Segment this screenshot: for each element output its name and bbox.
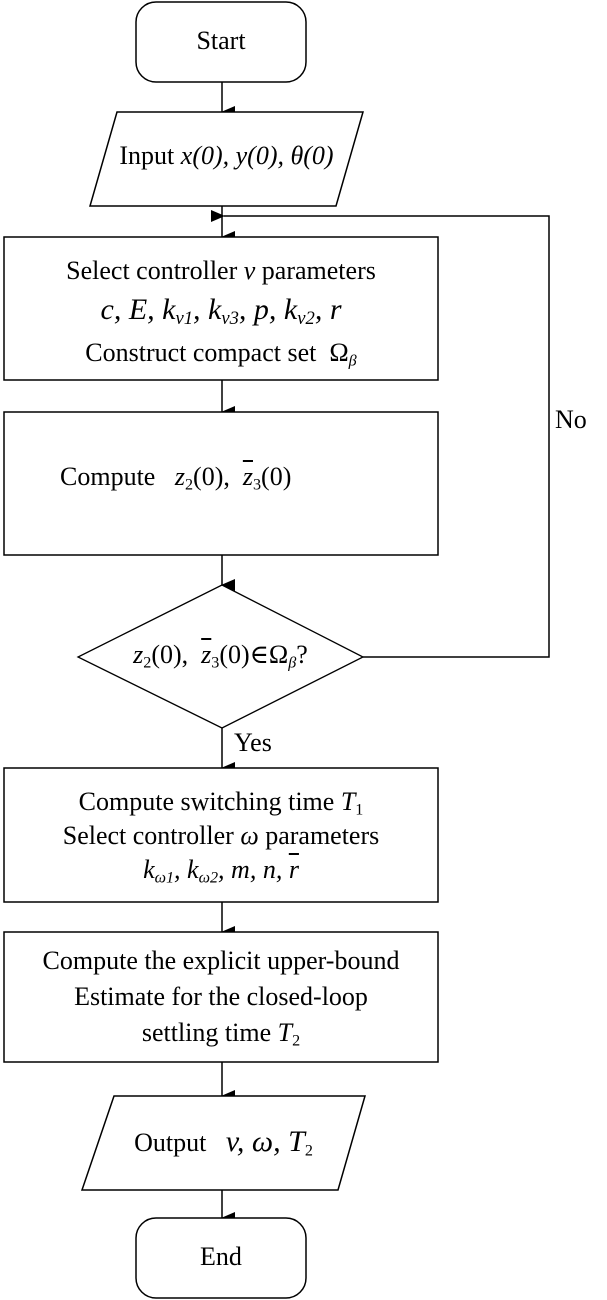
t2-var: T bbox=[277, 1018, 293, 1047]
no-loop-connector bbox=[211, 210, 550, 658]
start-terminal bbox=[135, 1, 307, 83]
t2-sub: 2 bbox=[292, 1032, 301, 1050]
compute-z-prefix: Compute bbox=[60, 462, 156, 491]
decision-label: z2(0), z3(0)∈Ωβ? bbox=[133, 640, 308, 672]
select-v-process bbox=[3, 236, 439, 381]
select-v-line3: Construct compact set Ωβ bbox=[4, 338, 438, 370]
end-terminal bbox=[135, 1217, 307, 1299]
param-m: m bbox=[231, 855, 250, 884]
input-vars: x(0), y(0), θ(0) bbox=[180, 141, 334, 170]
no-label: No bbox=[555, 405, 587, 434]
select-v-suffix: parameters bbox=[261, 256, 376, 285]
param-r: r bbox=[329, 293, 342, 326]
input-parallelogram bbox=[89, 111, 364, 207]
param-c: c bbox=[100, 293, 114, 326]
end-text: End bbox=[200, 1242, 242, 1271]
select-v-line1: Select controller v parameters bbox=[4, 256, 438, 286]
select-v-prefix: Select controller bbox=[66, 256, 238, 285]
compute-t2-line2: Estimate for the closed-loop bbox=[74, 982, 368, 1011]
compute-t1-line2: Select controller ω parameters bbox=[4, 821, 438, 851]
param-n: n bbox=[262, 855, 276, 884]
compute-t2-line3: settling time T2 bbox=[4, 1018, 438, 1050]
output-text: Output bbox=[134, 1128, 207, 1157]
compute-t1-process bbox=[3, 767, 439, 903]
select-v-params: c, E, kv1, kv3, p, kv2, r bbox=[100, 293, 342, 330]
input-text: Input bbox=[119, 141, 175, 170]
output-parallelogram bbox=[80, 1095, 366, 1191]
start-label: Start bbox=[136, 26, 306, 56]
beta-sub: β bbox=[348, 352, 357, 370]
output-label: Output v, ω, T2 bbox=[134, 1125, 313, 1160]
compute-t2-process bbox=[3, 931, 439, 1063]
compute-z-process bbox=[3, 411, 439, 556]
omega-var: ω bbox=[240, 821, 259, 850]
t1-var: T bbox=[340, 787, 356, 816]
settling-time-text: settling time bbox=[141, 1018, 272, 1047]
start-text: Start bbox=[196, 26, 246, 55]
select-w-suffix: parameters bbox=[265, 821, 380, 850]
compute-t2-line1: Compute the explicit upper-bound bbox=[42, 946, 400, 975]
yes-label: Yes bbox=[234, 728, 272, 757]
select-w-prefix: Select controller bbox=[62, 821, 234, 850]
omega-symbol: Ω bbox=[329, 338, 349, 367]
select-v-var: v bbox=[243, 256, 256, 285]
compute-t1-line1: Compute switching time T1 bbox=[4, 787, 438, 819]
param-E: E bbox=[128, 293, 148, 326]
param-p: p bbox=[253, 293, 269, 326]
input-label: Input x(0), y(0), θ(0) bbox=[90, 141, 363, 171]
compact-set-text: Construct compact set bbox=[85, 338, 317, 367]
omega-params: kω1, kω2, m, n, r bbox=[143, 855, 299, 887]
t1-sub: 1 bbox=[355, 801, 364, 819]
end-label: End bbox=[136, 1242, 306, 1272]
compute-z-label: Compute z2(0), z3(0) bbox=[60, 462, 292, 494]
switching-time-text: Compute switching time bbox=[78, 787, 335, 816]
